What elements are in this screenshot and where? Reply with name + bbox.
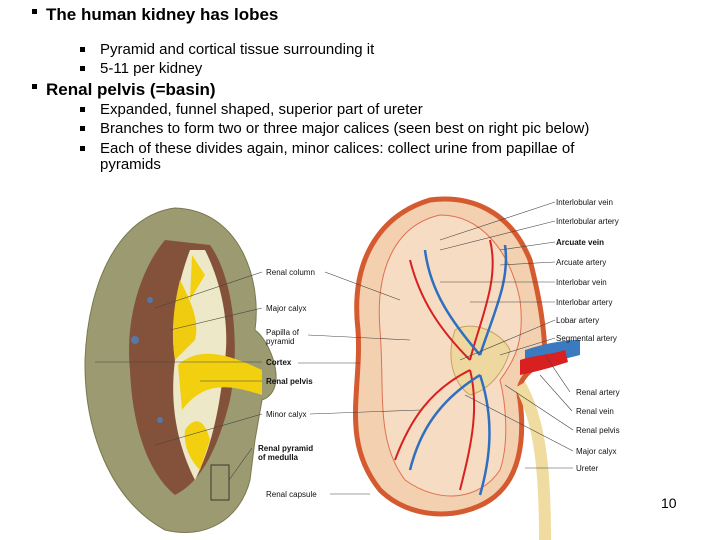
bullet-renal-pelvis: Renal pelvis (=basin) xyxy=(32,80,216,100)
label-ureter: Ureter xyxy=(576,464,599,473)
label-renal-column: Renal column xyxy=(266,268,315,277)
label-arcuate-vein: Arcuate vein xyxy=(556,238,605,247)
label-papilla-2: pyramid xyxy=(266,337,295,346)
label-interlobular-artery: Interlobular artery xyxy=(556,217,619,226)
leader-lines xyxy=(95,201,574,495)
sub-bullet: Each of these divides again, minor calic… xyxy=(80,140,575,157)
label-renal-pyramid-2: of medulla xyxy=(258,453,299,462)
sub-bullet: Expanded, funnel shaped, superior part o… xyxy=(80,101,423,118)
label-renal-capsule: Renal capsule xyxy=(266,490,317,499)
label-major-calyx: Major calyx xyxy=(266,304,307,313)
page-number: 10 xyxy=(661,495,677,511)
label-interlobular-vein: Interlobular vein xyxy=(556,198,613,207)
label-segmental-artery: Segmental artery xyxy=(556,334,617,343)
label-papilla: Papilla of xyxy=(266,328,299,337)
kidney-illustration xyxy=(353,196,580,540)
kidney-photo xyxy=(84,207,277,534)
label-arcuate-artery: Arcuate artery xyxy=(556,258,607,267)
label-renal-pyramid: Renal pyramid xyxy=(258,444,314,453)
sub-bullet: Branches to form two or three major cali… xyxy=(80,120,590,137)
sub-bullet-continuation: pyramids xyxy=(100,156,161,173)
label-minor-calyx: Minor calyx xyxy=(266,410,307,419)
bullet-lobes: The human kidney has lobes xyxy=(32,5,279,25)
bullet-text: Renal pelvis (=basin) xyxy=(46,80,216,99)
label-renal-artery: Renal artery xyxy=(576,388,620,397)
sub-bullet: Pyramid and cortical tissue surrounding … xyxy=(80,41,375,58)
bullet-text: The human kidney has lobes xyxy=(46,5,279,24)
label-cortex: Cortex xyxy=(266,358,292,367)
label-renal-pelvis: Renal pelvis xyxy=(266,377,313,386)
sub-bullet-text: pyramids xyxy=(100,156,161,173)
sub-bullet-text: Pyramid and cortical tissue surrounding … xyxy=(100,41,375,58)
sub-bullet-text: Branches to form two or three major cali… xyxy=(100,120,590,137)
sub-bullet-text: 5-11 per kidney xyxy=(100,60,203,77)
label-lobar-artery: Lobar artery xyxy=(556,316,600,325)
sub-bullet-text: Each of these divides again, minor calic… xyxy=(100,140,575,157)
sub-bullet: 5-11 per kidney xyxy=(80,60,203,77)
label-renal-vein: Renal vein xyxy=(576,407,614,416)
label-interlobar-vein: Interlobar vein xyxy=(556,278,607,287)
label-major-calyx-right: Major calyx xyxy=(576,447,617,456)
sub-bullet-text: Expanded, funnel shaped, superior part o… xyxy=(100,101,423,118)
label-interlobar-artery: Interlobar artery xyxy=(556,298,613,307)
label-renal-pelvis-right: Renal pelvis xyxy=(576,426,620,435)
